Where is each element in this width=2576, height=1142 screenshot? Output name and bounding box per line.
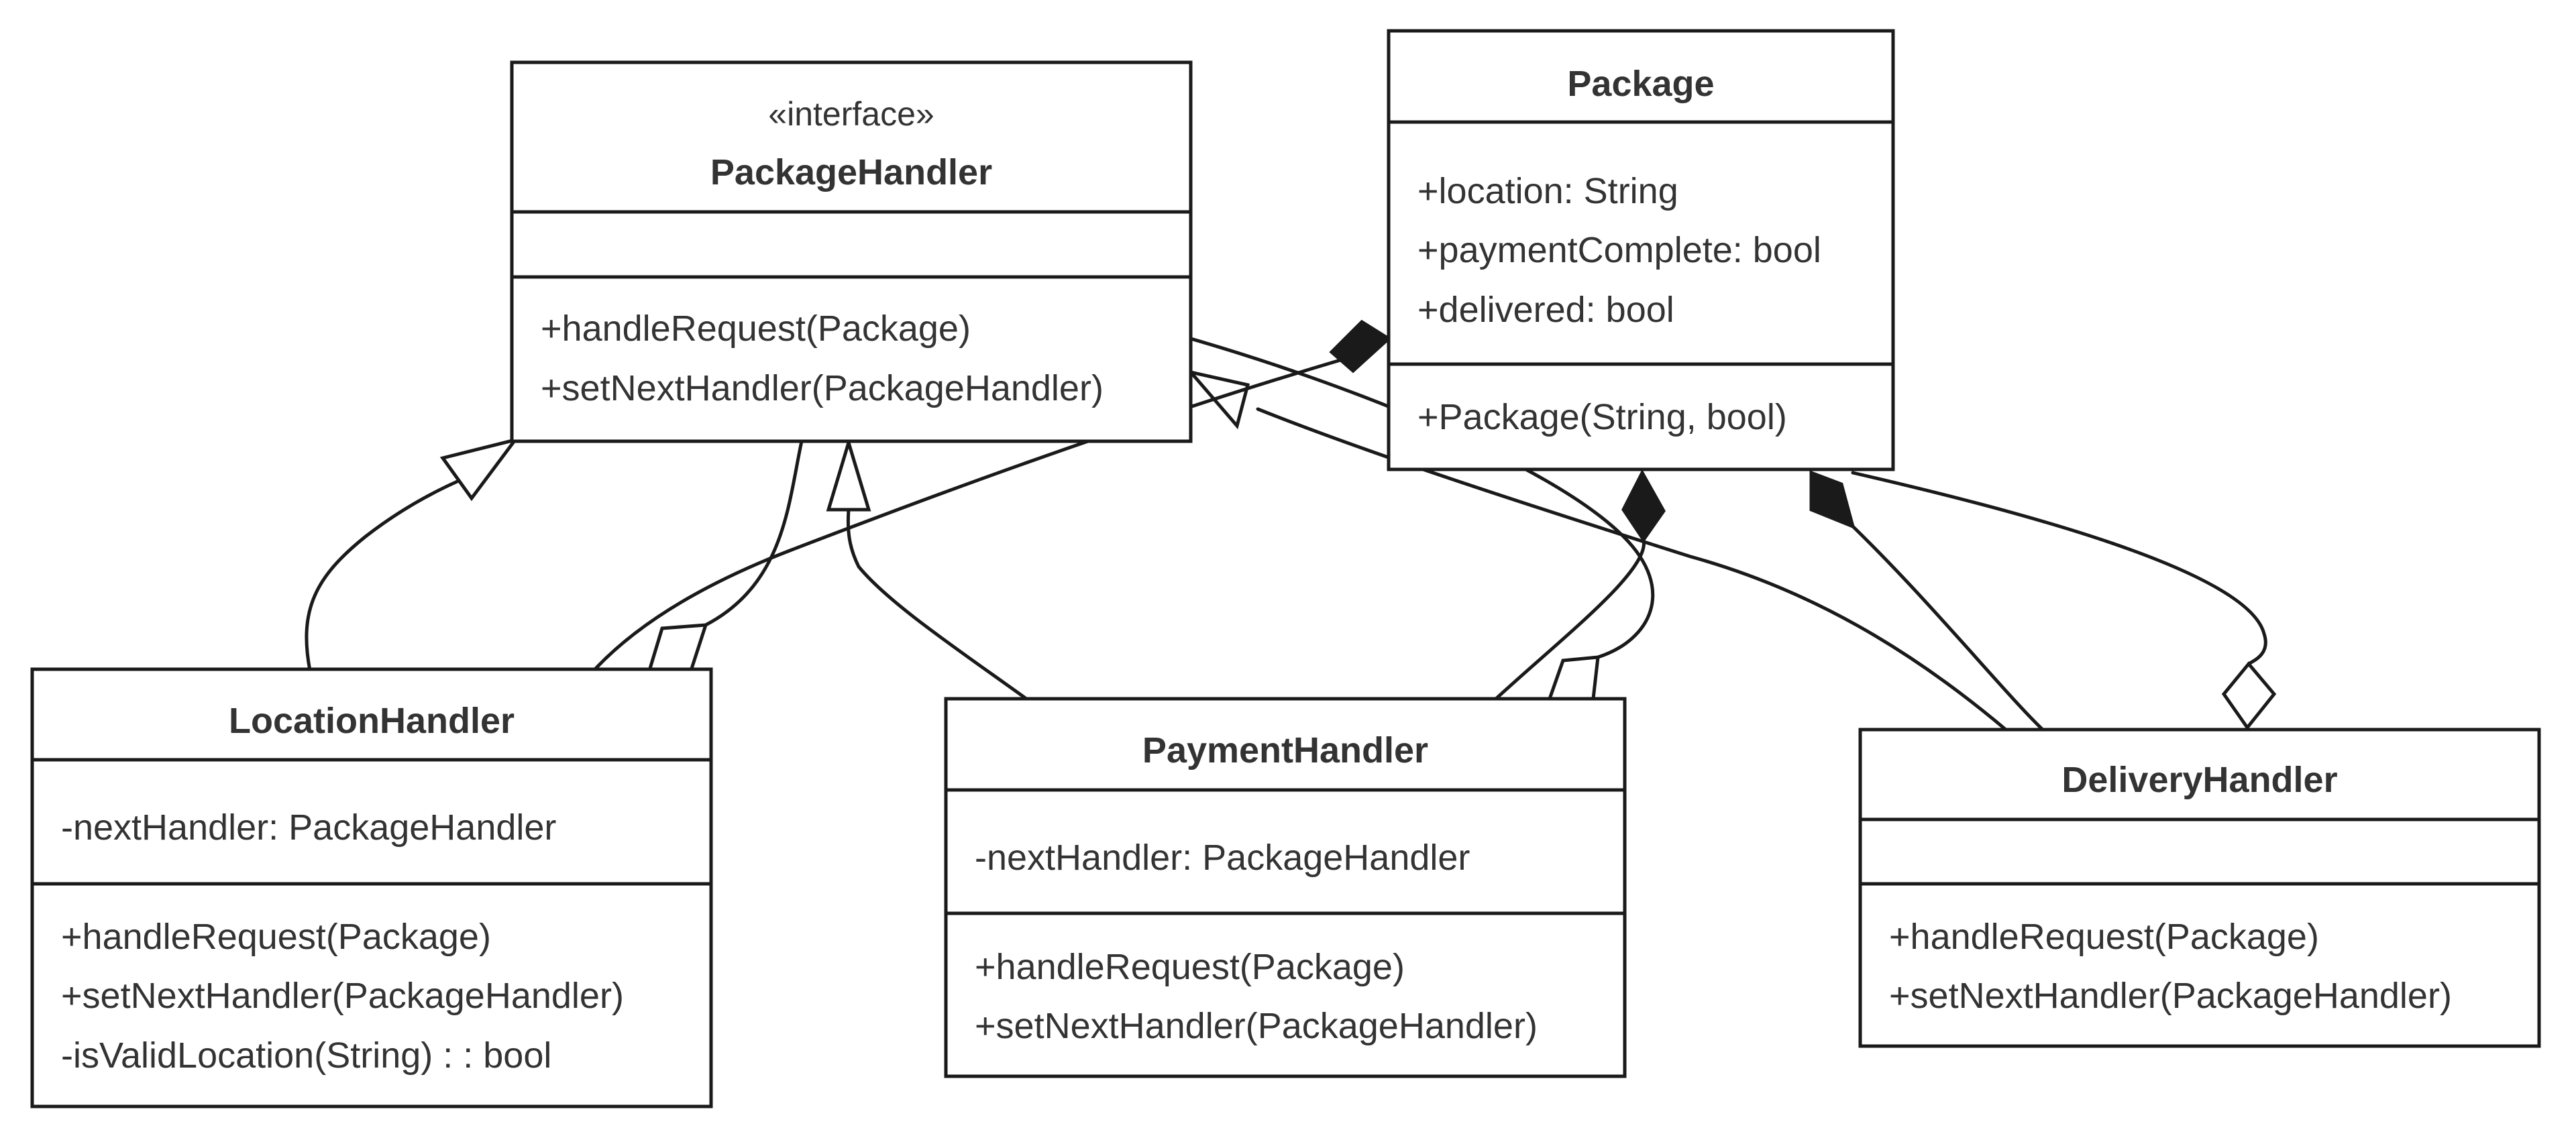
- class-attribute: -nextHandler: PackageHandler: [975, 838, 1470, 878]
- composition-diamond-location-handler: [1329, 319, 1392, 374]
- aggregation-edge-payment-handler: [1189, 337, 1655, 659]
- realization-arrowhead-location-handler: [439, 437, 520, 502]
- realization-edge-location-handler: [305, 474, 472, 673]
- class-box: [944, 697, 1627, 1078]
- aggregation-diamond-delivery-handler: [2221, 661, 2277, 731]
- class-method: +handleRequest(Package): [541, 308, 971, 349]
- class-name: LocationHandler: [229, 701, 515, 741]
- class-box: [510, 60, 1193, 443]
- realization-edge-payment-handler: [846, 508, 1028, 701]
- composition-edge-delivery-handler: [1851, 524, 2045, 732]
- composition-diamond-payment-handler: [1621, 469, 1666, 543]
- class-delivery-handler[interactable]: DeliveryHandler +handleRequest(Package) …: [1858, 728, 2541, 1048]
- class-method: -isValidLocation(String) : : bool: [61, 1035, 551, 1076]
- class-name: PaymentHandler: [1142, 730, 1428, 770]
- class-name: Package: [1567, 64, 1714, 104]
- class-method: +setNextHandler(PackageHandler): [61, 976, 624, 1016]
- aggregation-diamond-payment-handler: [1547, 655, 1600, 701]
- class-method: +handleRequest(Package): [1889, 917, 2319, 957]
- class-method: +Package(String, bool): [1417, 397, 1787, 437]
- class-method: +setNextHandler(PackageHandler): [541, 368, 1104, 408]
- class-box: [30, 667, 713, 1108]
- class-method: +handleRequest(Package): [975, 947, 1405, 987]
- class-method: +handleRequest(Package): [61, 917, 491, 957]
- class-attribute: -nextHandler: PackageHandler: [61, 807, 556, 848]
- realization-arrowhead-payment-handler: [826, 437, 871, 512]
- class-stereotype: «interface»: [768, 95, 934, 133]
- class-attribute: +delivered: bool: [1417, 290, 1674, 330]
- class-attribute: +location: String: [1417, 171, 1678, 211]
- class-box: [1858, 728, 2541, 1048]
- aggregation-edge-delivery-handler: [1851, 471, 2267, 666]
- composition-edge-payment-handler: [1494, 538, 1646, 701]
- class-box: [1387, 29, 1895, 471]
- composition-diamond-delivery-handler: [1809, 470, 1856, 530]
- class-method: +setNextHandler(PackageHandler): [1889, 976, 2452, 1016]
- class-payment-handler[interactable]: PaymentHandler -nextHandler: PackageHand…: [944, 697, 1627, 1078]
- aggregation-diamond-location-handler: [647, 623, 708, 673]
- aggregation-edge-location-handler: [704, 439, 804, 627]
- class-attribute: +paymentComplete: bool: [1417, 230, 1821, 270]
- class-package[interactable]: Package +location: String +paymentComple…: [1387, 29, 1895, 471]
- class-name: DeliveryHandler: [2061, 760, 2337, 800]
- realization-edge-delivery-handler: [1256, 407, 2008, 732]
- class-method: +setNextHandler(PackageHandler): [975, 1006, 1538, 1046]
- class-location-handler[interactable]: LocationHandler -nextHandler: PackageHan…: [30, 667, 713, 1108]
- class-name: PackageHandler: [710, 152, 992, 192]
- class-package-handler[interactable]: «interface» PackageHandler +handleReques…: [510, 60, 1193, 443]
